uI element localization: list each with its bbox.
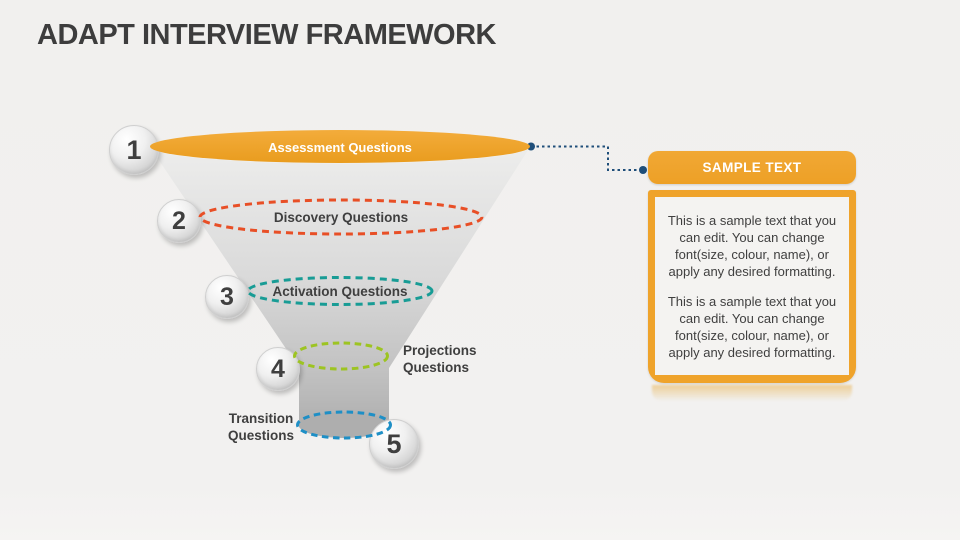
transition-ellipse[interactable] — [296, 410, 392, 440]
callout-header[interactable]: SAMPLE TEXT — [648, 151, 856, 184]
projections-label: Projections Questions — [403, 343, 477, 375]
step-circle-4[interactable]: 4 — [256, 347, 300, 391]
step-circle-3[interactable]: 3 — [205, 275, 249, 319]
step-circle-5[interactable]: 5 — [369, 419, 419, 469]
assessment-ellipse[interactable] — [150, 130, 530, 163]
callout-text-panel: This is a sample text that you can edit.… — [655, 197, 849, 375]
callout-reflection — [652, 385, 852, 401]
callout-paragraph: This is a sample text that you can edit.… — [667, 212, 837, 279]
transition-label: Transition Questions — [227, 411, 294, 443]
step-circle-1[interactable]: 1 — [109, 125, 159, 175]
activation-label: Activation Questions — [272, 284, 408, 299]
step-number: 5 — [386, 428, 402, 459]
funnel-stem-cap — [298, 412, 390, 438]
discovery-label: Discovery Questions — [273, 210, 409, 225]
callout-body[interactable]: This is a sample text that you can edit.… — [648, 190, 856, 383]
step-circle-2[interactable]: 2 — [157, 199, 201, 243]
connector-dot-end — [639, 166, 647, 174]
step-number: 2 — [172, 206, 186, 235]
step-number: 4 — [271, 354, 285, 383]
discovery-ellipse[interactable] — [198, 198, 484, 236]
funnel-cone — [150, 147, 530, 432]
activation-ellipse[interactable] — [246, 276, 434, 306]
connector-dot-start — [527, 142, 535, 151]
callout-header-label: SAMPLE TEXT — [702, 160, 802, 175]
assessment-label: Assessment Questions — [268, 140, 412, 155]
step-number: 1 — [126, 134, 142, 165]
step-number: 3 — [220, 282, 234, 311]
projections-ellipse[interactable] — [293, 341, 389, 371]
connector-line — [531, 145, 643, 171]
callout-paragraph: This is a sample text that you can edit.… — [667, 293, 837, 360]
page-title: ADAPT INTERVIEW FRAMEWORK — [37, 19, 497, 51]
